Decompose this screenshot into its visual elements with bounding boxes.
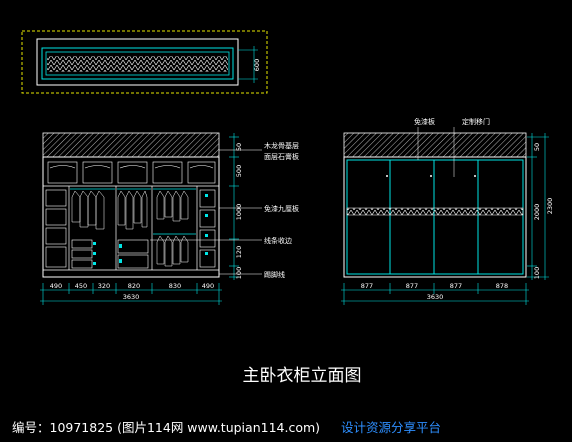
label-panel: 免漆板: [414, 117, 435, 126]
top-storage-boxes: [47, 161, 216, 184]
drawing-title: 主卧衣柜立面图: [243, 366, 362, 386]
door-frame: [343, 156, 527, 278]
door-width-2: 877: [406, 282, 418, 290]
left-drawers: [45, 189, 67, 268]
width-dim-4: 820: [128, 282, 140, 290]
door-width-3: 877: [450, 282, 462, 290]
right-drawers: [199, 189, 216, 268]
right-height-dim-1: 50: [533, 143, 541, 151]
plan-depth-dim: 600: [253, 59, 261, 71]
height-dim-2: 500: [235, 165, 243, 177]
right-width-dims: [341, 283, 529, 305]
footer-code: 编号：10971825 (图片114网 www.tupian114.com): [12, 420, 320, 435]
note-skirting: 踢脚线: [264, 270, 285, 279]
plan-view: 600: [21, 30, 268, 94]
plan-boundary: [21, 30, 268, 94]
height-dim-1: 50: [235, 143, 243, 151]
door-decor-band: [346, 207, 524, 216]
total-width-dim-right: 3630: [427, 293, 444, 301]
width-dim-2: 450: [75, 282, 87, 290]
width-dim-5: 830: [169, 282, 181, 290]
plan-cabinet-inner: [45, 51, 230, 76]
footer-link[interactable]: 设计资源分享平台: [341, 420, 441, 435]
hanging-rods: [70, 188, 196, 235]
right-height-dim-2: 2000: [533, 204, 541, 221]
plan-outer-wall: [36, 38, 239, 86]
total-width-dim-left: 3630: [123, 293, 140, 301]
drawer-handles: [93, 194, 208, 265]
height-dim-3: 1000: [235, 204, 243, 221]
door-handles: [386, 175, 476, 177]
door-width-1: 877: [361, 282, 373, 290]
left-width-dims: [40, 283, 222, 305]
right-height-dims: [527, 133, 549, 280]
right-height-dim-3: 100: [533, 267, 541, 279]
note-trim-strip: 线条收边: [264, 236, 292, 245]
door-width-4: 878: [496, 282, 508, 290]
height-dim-4: 120: [235, 246, 243, 258]
note-leaders: [150, 149, 262, 275]
note-wood-frame: 木龙骨基层: [264, 141, 299, 150]
width-dim-6: 490: [202, 282, 214, 290]
width-dim-1: 490: [50, 282, 62, 290]
lower-drawers: [71, 239, 149, 269]
plan-hanging-rail: [47, 56, 228, 72]
cabinet-body: [42, 156, 220, 278]
cabinet-dividers: [43, 186, 219, 271]
right-height-total: 2300: [546, 198, 554, 215]
door-elevation: 免漆板 定制移门 50 2000 100 2300 877 877 877 87…: [341, 117, 554, 305]
ceiling-hatch-right: [343, 132, 527, 158]
label-sliding-door: 定制移门: [462, 117, 490, 126]
note-gypsum-board: 面层石膏板: [264, 152, 299, 161]
left-height-dims: [229, 133, 239, 280]
ceiling-hatch: [42, 132, 220, 158]
height-dim-5: 100: [235, 267, 243, 279]
hanging-clothes: [71, 190, 189, 267]
note-plywood: 免漆九厘板: [264, 204, 299, 213]
width-dim-3: 320: [98, 282, 110, 290]
plan-cabinet-outer: [41, 47, 234, 80]
sliding-doors: [346, 159, 524, 275]
interior-elevation: 50 500 1000 120 100 木龙骨基层 面层石膏板 免漆九厘板 线条…: [40, 132, 299, 305]
